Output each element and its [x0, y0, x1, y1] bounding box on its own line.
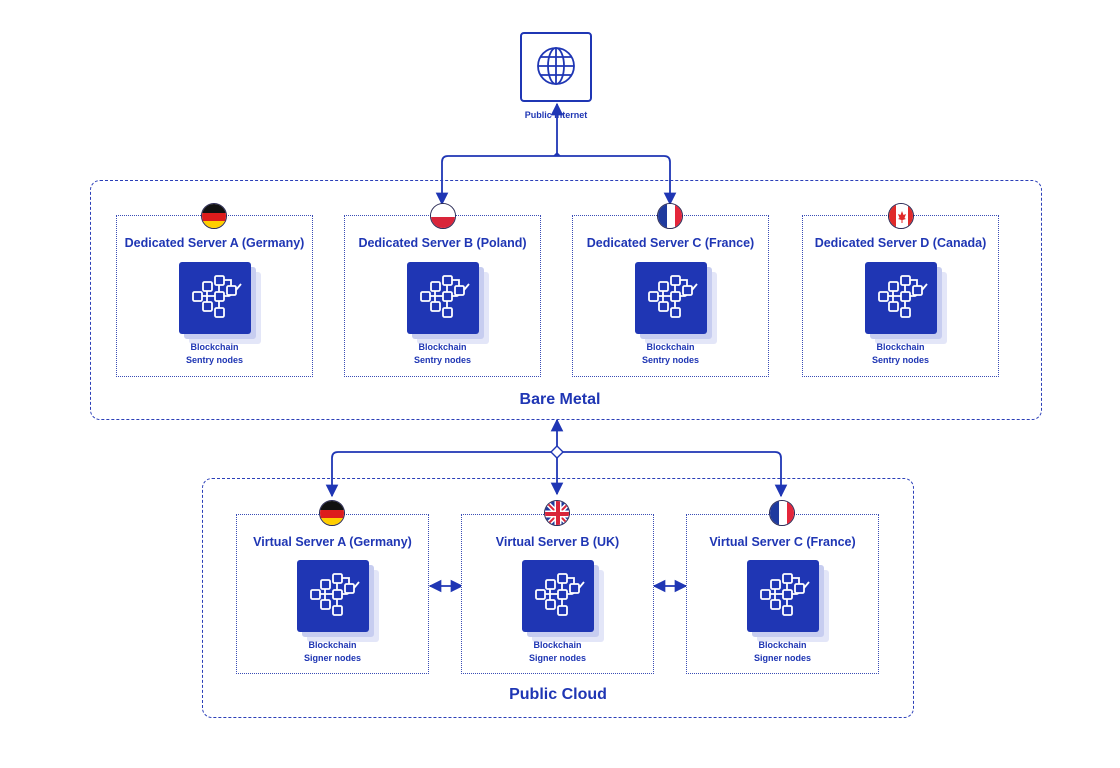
- germany-flag-icon: [319, 500, 345, 526]
- node-caption-line2: Signer nodes: [303, 653, 361, 663]
- dedicated-server-d: Dedicated Server D (Canada) Blockchain S…: [802, 215, 999, 377]
- node-caption-line1: Blockchain: [308, 640, 357, 650]
- dedicated-server-c: Dedicated Server C (France) Blockchain S…: [572, 215, 769, 377]
- blockchain-node-icon: [407, 262, 479, 334]
- blockchain-node-icon: [635, 262, 707, 334]
- node-caption-line2: Sentry nodes: [641, 355, 699, 365]
- bare-metal-group: [90, 180, 1042, 420]
- node-caption-line2: Signer nodes: [753, 653, 811, 663]
- blockchain-node-icon: [865, 262, 937, 334]
- junction-diamond: [550, 445, 564, 459]
- server-title: Virtual Server A (Germany): [253, 535, 412, 549]
- blockchain-node-icon: [747, 560, 819, 632]
- node-caption-line2: Sentry nodes: [413, 355, 471, 365]
- node-caption-line1: Blockchain: [533, 640, 582, 650]
- node-caption-line1: Blockchain: [876, 342, 925, 352]
- dedicated-server-a: Dedicated Server A (Germany) Blockchain …: [116, 215, 313, 377]
- server-title: Dedicated Server C (France): [586, 236, 755, 250]
- virtual-server-b: Virtual Server B (UK) Blockchain Signer …: [461, 514, 654, 674]
- uk-flag-icon: [544, 500, 570, 526]
- blockchain-node-icon: [522, 560, 594, 632]
- server-title: Virtual Server B (UK): [495, 535, 620, 549]
- server-title: Virtual Server C (France): [709, 535, 856, 549]
- france-flag-icon: [657, 203, 683, 229]
- node-caption-line1: Blockchain: [418, 342, 467, 352]
- server-title: Dedicated Server D (Canada): [814, 236, 987, 250]
- germany-flag-icon: [201, 203, 227, 229]
- virtual-server-a: Virtual Server A (Germany) Blockchain Si…: [236, 514, 429, 674]
- poland-flag-icon: [430, 203, 456, 229]
- node-caption-line2: Sentry nodes: [871, 355, 929, 365]
- public-cloud-group: [202, 478, 914, 718]
- bare-metal-label: Bare Metal: [519, 391, 601, 408]
- node-caption-line1: Blockchain: [190, 342, 239, 352]
- server-title: Dedicated Server A (Germany): [124, 236, 305, 250]
- canada-flag-icon: [888, 203, 914, 229]
- node-caption-line1: Blockchain: [758, 640, 807, 650]
- virtual-server-c: Virtual Server C (France) Blockchain Sig…: [686, 514, 879, 674]
- blockchain-node-icon: [179, 262, 251, 334]
- server-title: Dedicated Server B (Poland): [358, 236, 527, 250]
- node-caption-line2: Signer nodes: [528, 653, 586, 663]
- france-flag-icon: [769, 500, 795, 526]
- public-cloud-label: Public Cloud: [509, 686, 607, 703]
- public-internet-label: Public Internet: [524, 110, 588, 120]
- globe-icon: [537, 47, 575, 85]
- node-caption-line2: Sentry nodes: [185, 355, 243, 365]
- public-internet-box: [520, 32, 592, 102]
- dedicated-server-b: Dedicated Server B (Poland) Blockchain S…: [344, 215, 541, 377]
- blockchain-node-icon: [297, 560, 369, 632]
- node-caption-line1: Blockchain: [646, 342, 695, 352]
